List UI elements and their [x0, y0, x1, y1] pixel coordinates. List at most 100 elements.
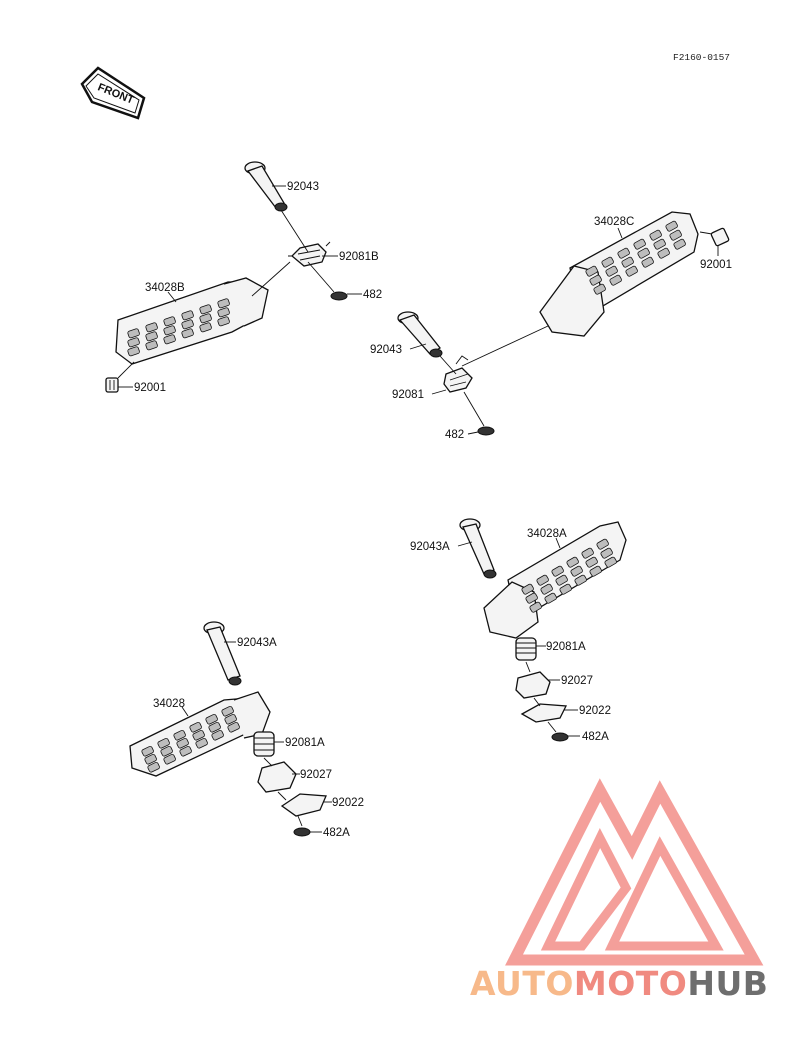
bolt-92001-left — [105, 377, 119, 393]
grip-stud — [217, 307, 230, 318]
bolt-92001-right — [699, 227, 730, 247]
part-number-92043-top: 92043 — [287, 181, 319, 193]
grip-stud — [665, 220, 678, 232]
grip-stud — [581, 547, 594, 559]
grip-stud — [145, 331, 158, 342]
grip-pattern-34028C — [585, 220, 686, 295]
part-number-92022-right: 92022 — [579, 705, 611, 717]
grip-stud — [570, 565, 583, 577]
watermark-word-auto: AUTO — [470, 964, 574, 1003]
grip-stud — [127, 346, 140, 357]
grip-stud — [525, 592, 538, 604]
grip-stud — [521, 583, 534, 595]
grip-stud — [211, 729, 224, 741]
grip-stud — [617, 247, 630, 259]
pin-92043-top — [244, 161, 288, 212]
grip-stud — [673, 238, 686, 250]
grip-pattern-34028 — [141, 705, 240, 773]
grip-stud — [589, 274, 602, 286]
grip-stud — [653, 238, 666, 250]
grip-stud — [179, 745, 192, 757]
grip-stud — [217, 298, 230, 309]
grip-stud — [224, 713, 237, 725]
grip-stud — [181, 319, 194, 330]
grip-stud — [657, 247, 670, 259]
grip-stud — [163, 325, 176, 336]
grip-pattern-34028B — [127, 298, 230, 357]
part-number-92043A-right: 92043A — [410, 541, 450, 553]
grip-stud — [173, 729, 186, 741]
pin-92043A-right — [459, 518, 497, 579]
grip-stud — [593, 283, 606, 295]
grip-stud — [217, 316, 230, 327]
part-number-34028: 34028 — [153, 698, 185, 710]
grip-stud — [669, 229, 682, 241]
grip-stud — [147, 761, 160, 773]
collar-92027-left — [257, 761, 297, 793]
watermark-wordmark: AUTOMOTOHUB — [470, 964, 768, 1003]
grip-stud — [600, 547, 613, 559]
part-number-482-top: 482 — [363, 289, 382, 301]
grip-stud — [181, 310, 194, 321]
grip-stud — [195, 737, 208, 749]
grip-stud — [157, 737, 170, 749]
grip-stud — [145, 322, 158, 333]
grip-stud — [559, 583, 572, 595]
grip-stud — [604, 556, 617, 568]
grip-stud — [227, 721, 240, 733]
part-number-92043A-left: 92043A — [237, 637, 277, 649]
watermark-word-moto: MOTO — [574, 964, 687, 1003]
grip-stud — [176, 737, 189, 749]
part-number-92027-left: 92027 — [300, 769, 332, 781]
grip-stud — [163, 316, 176, 327]
grip-stud — [585, 556, 598, 568]
clip-482-mid — [477, 426, 495, 436]
upper-left-footpeg-assembly — [105, 161, 348, 393]
front-arrow-icon: FRONT — [80, 66, 146, 120]
part-number-482A-left: 482A — [323, 827, 350, 839]
washer-92022-right — [520, 703, 568, 723]
grip-stud — [208, 721, 221, 733]
footpeg-34028C — [539, 211, 699, 337]
grip-stud — [205, 713, 218, 725]
grip-stud — [555, 574, 568, 586]
spring-92081B — [288, 241, 331, 267]
grip-stud — [199, 322, 212, 333]
spring-92081A-right — [515, 637, 537, 661]
grip-stud — [601, 256, 614, 268]
automotohub-watermark: AUTOMOTOHUB — [470, 778, 768, 1003]
part-number-92022-left: 92022 — [332, 797, 364, 809]
grip-stud — [529, 601, 542, 613]
grip-stud — [199, 304, 212, 315]
grip-stud — [633, 238, 646, 250]
spring-92081A-left — [253, 731, 275, 757]
part-number-34028B: 34028B — [145, 282, 185, 294]
part-number-482-mid: 482 — [445, 429, 464, 441]
washer-92022-left — [280, 793, 327, 817]
part-number-482A-right: 482A — [582, 731, 609, 743]
grip-stud — [641, 256, 654, 268]
lower-left-footpeg-assembly — [129, 621, 327, 837]
pin-92043-mid — [397, 311, 443, 358]
upper-right-footpeg-assembly — [397, 211, 730, 436]
grip-stud — [589, 565, 602, 577]
grip-stud — [544, 592, 557, 604]
part-number-34028C: 34028C — [594, 216, 634, 228]
grip-stud — [127, 337, 140, 348]
part-callouts: 92043 92081B 482 34028B 92001 34028C 920… — [118, 181, 732, 839]
part-number-92081B: 92081B — [339, 251, 379, 263]
part-number-92001-right: 92001 — [700, 259, 732, 271]
grip-stud — [596, 538, 609, 550]
clip-482A-left — [293, 827, 311, 837]
grip-stud — [199, 313, 212, 324]
grip-stud — [566, 556, 579, 568]
spring-92081-mid — [443, 355, 473, 393]
footpeg-34028B — [115, 277, 269, 365]
grip-stud — [163, 753, 176, 765]
grip-stud — [605, 265, 618, 277]
part-number-92027-right: 92027 — [561, 675, 593, 687]
grip-stud — [551, 565, 564, 577]
grip-stud — [145, 340, 158, 351]
grip-stud — [536, 574, 549, 586]
